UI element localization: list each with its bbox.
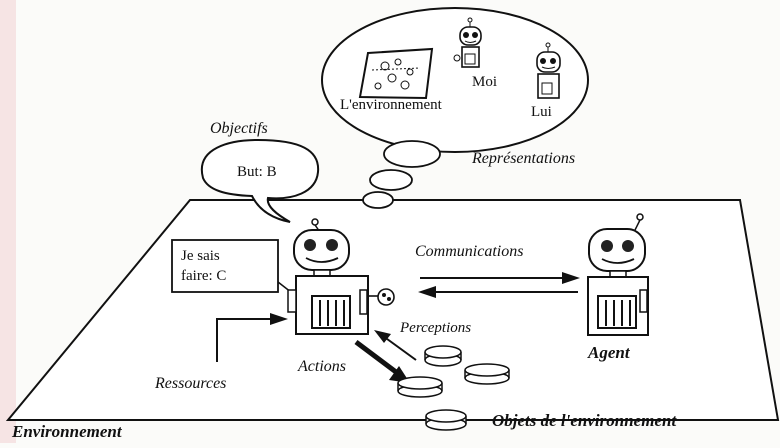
label-ressources: Ressources	[154, 375, 226, 392]
perceptions-arrow	[374, 330, 417, 361]
label-but: But: B	[237, 164, 277, 180]
label-je-sais-1: Je sais	[181, 248, 220, 264]
label-representations: Représentations	[471, 150, 575, 167]
label-perceptions: Perceptions	[399, 320, 471, 336]
label-environnement: Environnement	[11, 422, 123, 441]
environment-map-icon	[358, 47, 434, 100]
ressources-arrow	[216, 313, 288, 362]
label-objectifs: Objectifs	[210, 120, 268, 137]
thought-dot-3	[362, 191, 394, 209]
robot-agent-icon	[587, 213, 649, 336]
je-sais-box	[171, 239, 279, 293]
communications-arrows	[418, 272, 580, 298]
thought-dot-1	[383, 140, 441, 168]
label-objets: Objets de l'environnement	[492, 411, 677, 430]
environment-plane	[5, 199, 780, 421]
disc-object	[464, 363, 510, 385]
robot-moi-icon	[453, 17, 482, 68]
disc-object	[425, 409, 467, 431]
disc-object	[424, 345, 462, 367]
label-agent: Agent	[587, 343, 631, 362]
robot-lui-icon	[536, 42, 561, 99]
label-lui: Lui	[531, 104, 552, 120]
label-communications: Communications	[415, 243, 523, 260]
label-moi: Moi	[472, 74, 497, 90]
label-environment-repr: L'environnement	[340, 97, 443, 113]
robot-main-icon	[287, 218, 395, 335]
environment-objects	[397, 345, 510, 431]
label-actions: Actions	[297, 358, 346, 375]
disc-object	[397, 376, 443, 398]
thought-dot-2	[369, 169, 413, 191]
objectifs-bubble	[200, 138, 320, 223]
label-je-sais-2: faire: C	[181, 268, 226, 284]
representations-bubble	[321, 7, 589, 153]
scan-edge	[0, 0, 16, 443]
